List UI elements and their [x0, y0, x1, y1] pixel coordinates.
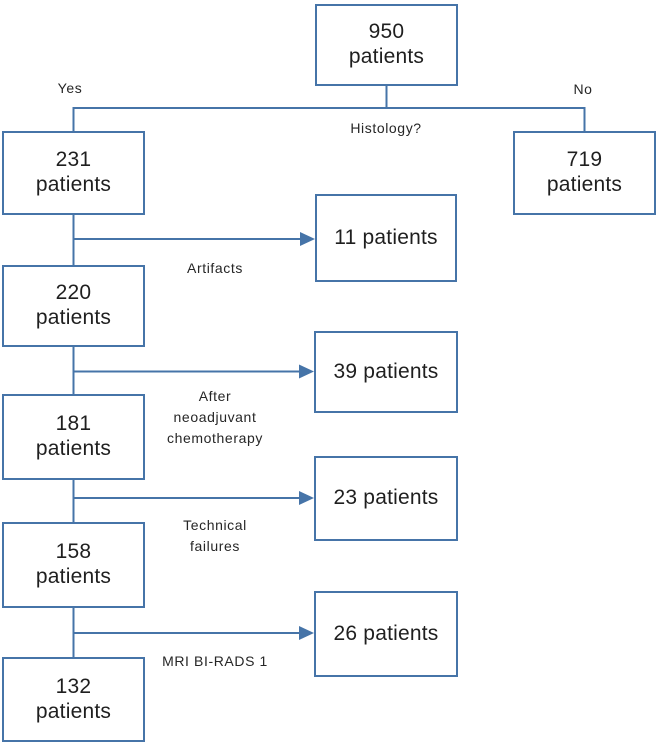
exclusion-box-birads: 26 patients: [314, 591, 458, 677]
arrowhead-artifacts: [300, 232, 315, 246]
decision-label-histology: Histology?: [350, 120, 422, 136]
exclusion-box-technical: 23 patients: [314, 456, 458, 541]
exclusion-box-artifacts: 11 patients: [315, 194, 457, 282]
exclusion-label-neoadjuvant: After neoadjuvant chemotherapy: [167, 388, 263, 446]
arrowhead-neoadjuvant: [299, 364, 314, 379]
exclusion-label-technical: Technical failures: [183, 517, 247, 554]
flow-box-after-artifacts: 220 patients: [2, 265, 145, 347]
arrowhead-birads: [299, 626, 314, 640]
flow-box-final: 132 patients: [2, 657, 145, 742]
exclusion-label-artifacts: Artifacts: [187, 260, 243, 276]
flow-box-after-neoadjuvant: 181 patients: [2, 394, 145, 480]
flow-box-total-patients: 950 patients: [315, 4, 458, 86]
flow-box-histology-yes: 231 patients: [2, 131, 145, 215]
branch-label-yes: Yes: [57, 80, 83, 96]
flow-box-after-technical: 158 patients: [2, 522, 145, 608]
arrowhead-technical: [299, 491, 314, 505]
exclusion-box-neoadjuvant: 39 patients: [314, 331, 458, 413]
flow-box-histology-no: 719 patients: [513, 131, 656, 215]
branch-label-no: No: [573, 81, 593, 97]
exclusion-label-birads: MRI BI-RADS 1: [162, 653, 268, 669]
